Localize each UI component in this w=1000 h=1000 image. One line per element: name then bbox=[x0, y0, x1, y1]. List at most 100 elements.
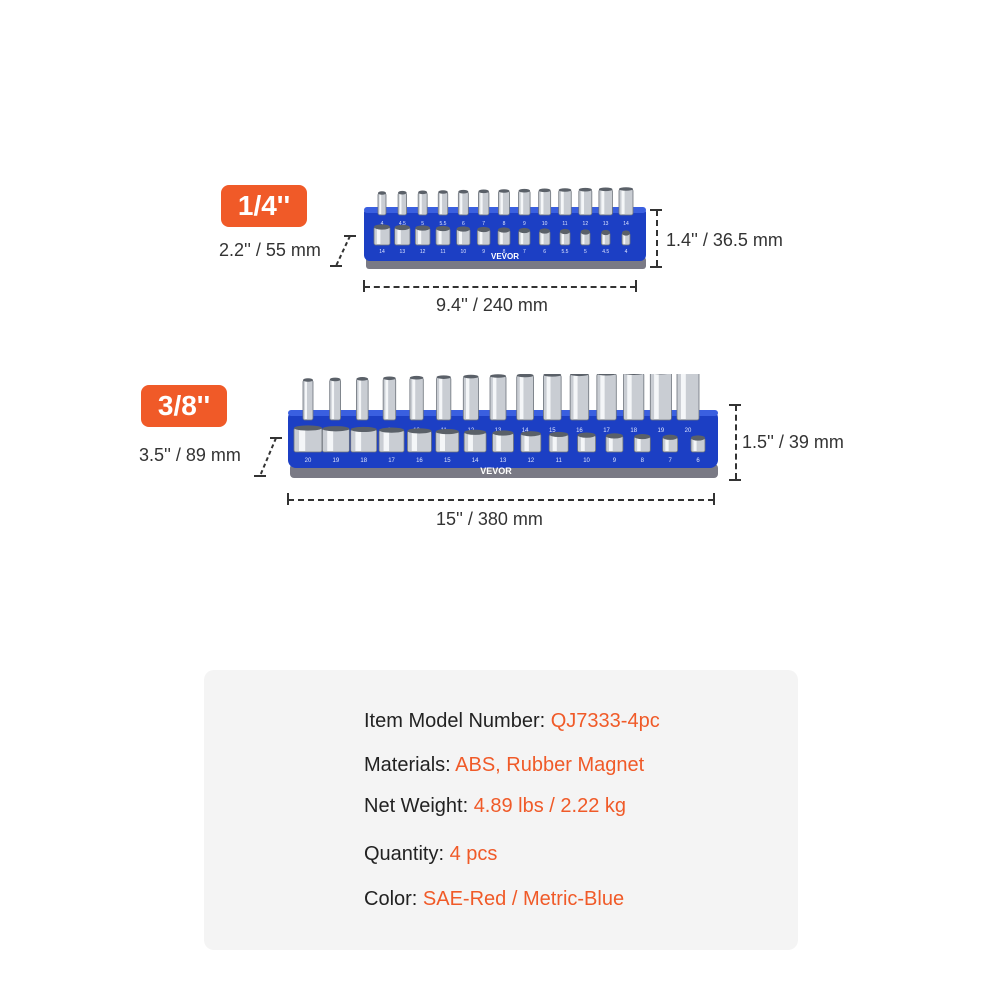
spec-label: Net Weight: bbox=[364, 795, 474, 817]
spec-materials: Materials: ABS, Rubber Magnet bbox=[364, 754, 644, 777]
socket bbox=[437, 190, 449, 216]
socket bbox=[538, 228, 551, 246]
socket bbox=[518, 188, 531, 216]
socket-size-label: 4.5 bbox=[399, 221, 406, 227]
socket bbox=[321, 426, 350, 453]
socket bbox=[457, 189, 469, 216]
socket bbox=[394, 224, 411, 246]
spec-net-weight: Net Weight: 4.89 lbs / 2.22 kg bbox=[364, 795, 626, 818]
spec-value: 4.89 lbs / 2.22 kg bbox=[473, 795, 627, 817]
socket bbox=[462, 374, 479, 421]
socket-size-label: 8 bbox=[503, 221, 506, 227]
socket bbox=[596, 374, 617, 421]
socket bbox=[456, 226, 471, 246]
socket-size-label: 7 bbox=[523, 249, 526, 255]
socket-size-label: 12 bbox=[583, 221, 589, 227]
socket bbox=[414, 225, 431, 246]
socket-size-label: 6 bbox=[543, 249, 546, 255]
socket bbox=[578, 187, 593, 216]
height-dimension-line-three-eighths bbox=[735, 405, 737, 479]
spec-label: Color: bbox=[364, 888, 423, 910]
socket bbox=[435, 428, 460, 453]
tray-length-label-quarter: 9.4'' / 240 mm bbox=[436, 295, 548, 315]
socket bbox=[329, 377, 341, 421]
socket-size-label: 7 bbox=[668, 458, 672, 464]
socket-size-label: 10 bbox=[461, 249, 467, 255]
socket bbox=[605, 433, 624, 453]
socket-size-label: 5 bbox=[421, 221, 424, 227]
socket-size-label: 9 bbox=[523, 221, 526, 227]
socket-size-label: 6 bbox=[462, 221, 465, 227]
socket-size-label: 20 bbox=[305, 458, 312, 464]
socket bbox=[498, 189, 510, 216]
socket-size-label: 12 bbox=[420, 249, 426, 255]
socket bbox=[478, 189, 490, 216]
socket bbox=[409, 375, 424, 421]
socket bbox=[377, 191, 387, 216]
socket-size-label: 12 bbox=[528, 458, 535, 464]
spec-color: Color: SAE-Red / Metric-Blue bbox=[364, 888, 624, 911]
spec-value: SAE-Red / Metric-Blue bbox=[422, 888, 625, 910]
tray-depth-label-three-eighths: 3.5'' / 89 mm bbox=[139, 445, 241, 465]
socket-size-label: 5.5 bbox=[562, 249, 569, 255]
socket-size-label: 16 bbox=[416, 458, 423, 464]
socket-size-label: 9 bbox=[613, 458, 617, 464]
socket bbox=[543, 374, 562, 421]
socket bbox=[618, 187, 634, 216]
drive-size-badge-three-eighths: 3/8'' bbox=[141, 385, 227, 427]
socket bbox=[600, 229, 611, 246]
socket-size-label: 19 bbox=[333, 458, 340, 464]
socket bbox=[382, 376, 397, 421]
socket bbox=[690, 435, 706, 453]
socket bbox=[559, 228, 571, 246]
socket-size-label: 14 bbox=[472, 458, 479, 464]
length-dimension-line-quarter bbox=[364, 286, 636, 288]
height-dimension-line-quarter bbox=[656, 210, 658, 266]
socket bbox=[378, 427, 405, 453]
socket-size-label: 13 bbox=[603, 221, 609, 227]
tray-depth-label-quarter: 2.2'' / 55 mm bbox=[219, 240, 321, 260]
socket bbox=[598, 187, 613, 216]
height-tick-top-quarter bbox=[650, 209, 662, 211]
depth-dimension-line-quarter bbox=[330, 235, 356, 267]
tray-height-label-quarter: 1.4'' / 36.5 mm bbox=[666, 230, 783, 250]
socket bbox=[497, 227, 511, 246]
specifications-panel: Item Model Number: QJ7333-4pc Materials:… bbox=[204, 670, 798, 950]
socket-size-label: 20 bbox=[685, 428, 692, 434]
spec-value: ABS, Rubber Magnet bbox=[455, 754, 645, 776]
socket-size-label: 6 bbox=[696, 458, 700, 464]
length-tick-right-quarter bbox=[635, 280, 637, 292]
socket-size-label: 11 bbox=[556, 458, 563, 464]
socket-size-label: 10 bbox=[583, 458, 590, 464]
socket-size-label: 4.5 bbox=[602, 249, 609, 255]
socket-size-label: 13 bbox=[400, 249, 406, 255]
socket bbox=[633, 433, 651, 453]
height-tick-bottom-three-eighths bbox=[729, 479, 741, 481]
socket bbox=[476, 226, 491, 246]
socket-size-label: 16 bbox=[576, 428, 583, 434]
length-tick-left-quarter bbox=[363, 280, 365, 292]
height-tick-bottom-quarter bbox=[650, 266, 662, 268]
tray-brand-label: VEVOR bbox=[480, 466, 512, 476]
socket bbox=[302, 378, 314, 421]
socket-size-label: 13 bbox=[500, 458, 507, 464]
tray-length-label-three-eighths: 15'' / 380 mm bbox=[436, 509, 543, 529]
socket bbox=[373, 224, 391, 246]
socket bbox=[548, 431, 569, 453]
socket bbox=[558, 188, 572, 216]
socket bbox=[407, 428, 432, 453]
socket bbox=[516, 374, 534, 421]
socket bbox=[350, 426, 378, 453]
socket-size-label: 15 bbox=[444, 458, 451, 464]
socket bbox=[577, 432, 596, 453]
socket-size-label: 8 bbox=[641, 458, 645, 464]
length-tick-left-three-eighths bbox=[287, 493, 289, 505]
socket-size-label: 4 bbox=[625, 249, 628, 255]
socket-size-label: 11 bbox=[440, 249, 445, 255]
socket bbox=[649, 374, 672, 421]
socket bbox=[356, 377, 369, 421]
socket-size-label: 19 bbox=[658, 428, 665, 434]
socket-size-label: 5 bbox=[584, 249, 587, 255]
socket bbox=[489, 374, 507, 421]
